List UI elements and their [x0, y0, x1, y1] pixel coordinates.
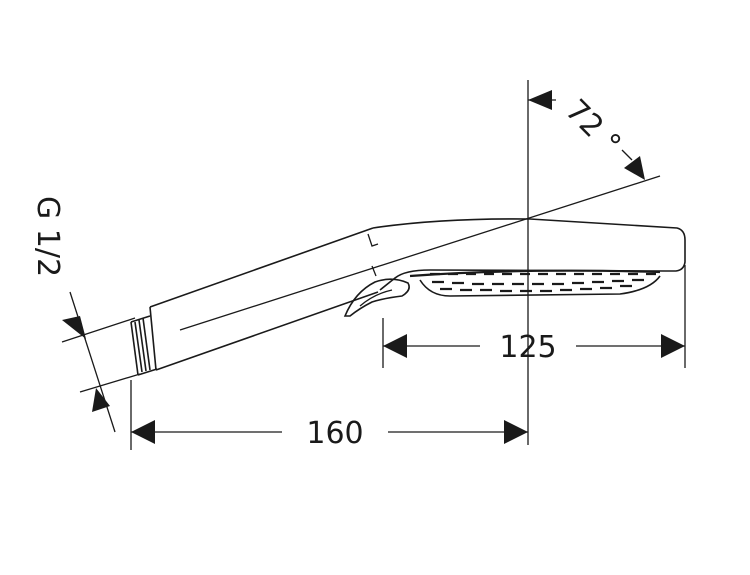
- thread-dimension: G 1/2: [30, 196, 141, 433]
- overall-length-dimension: 160: [130, 380, 528, 451]
- thread-label: G 1/2: [30, 196, 65, 277]
- hand-shower-outline: [130, 175, 686, 376]
- handle-axis-line: [179, 175, 661, 331]
- angle-dimension: 72 °: [528, 90, 645, 180]
- overall-length-label: 160: [306, 416, 363, 451]
- spray-nozzles: [430, 272, 656, 293]
- angle-label: 72 °: [558, 93, 627, 162]
- head-length-label: 125: [499, 330, 556, 365]
- head-length-dimension: 125: [382, 265, 686, 368]
